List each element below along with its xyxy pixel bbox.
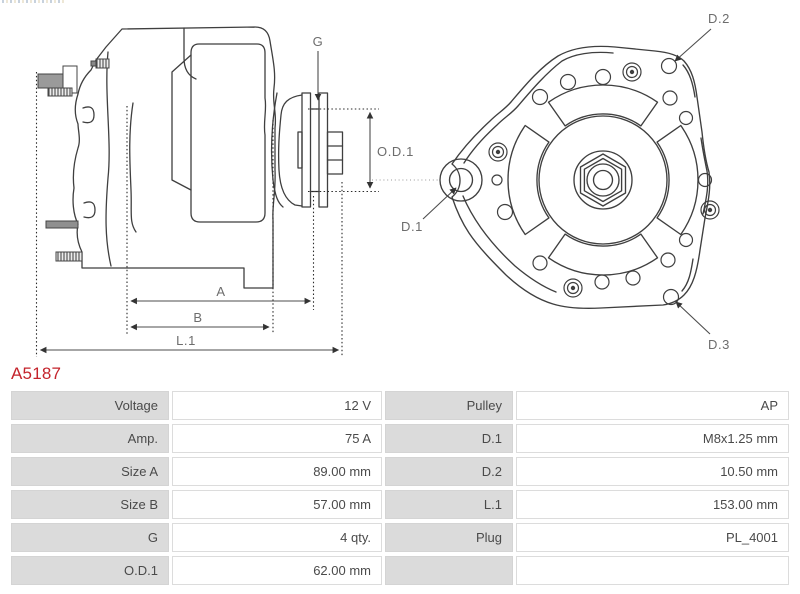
label-d2: D.2	[708, 11, 730, 26]
fan-slots	[507, 84, 699, 276]
spec-value-cell: 62.00 mm	[172, 556, 382, 585]
hex-nut	[579, 153, 627, 207]
leader-d2	[674, 28, 712, 62]
spec-value-cell: M8x1.25 mm	[516, 424, 789, 453]
spec-value-cell: 57.00 mm	[172, 490, 382, 519]
front-housing-outline	[451, 45, 711, 310]
vent-holes	[491, 57, 713, 306]
spec-value-cell: 75 A	[172, 424, 382, 453]
hole-d2	[660, 57, 678, 75]
spec-value-cell: 153.00 mm	[516, 490, 789, 519]
spec-row: Size B 57.00 mm L.1 153.00 mm	[11, 490, 789, 519]
extension-lines	[35, 72, 379, 357]
front-bracket-window	[190, 43, 267, 223]
threaded-stud-bottom	[55, 251, 83, 262]
spec-label-cell: D.2	[385, 457, 513, 486]
terminal-bracket	[45, 220, 79, 229]
spec-table: Voltage 12 V Pulley AP Amp. 75 A D.1 M8x…	[11, 391, 789, 589]
spec-value-cell: 10.50 mm	[516, 457, 789, 486]
label-l1: L.1	[176, 333, 196, 348]
spec-label-cell: Pulley	[385, 391, 513, 420]
leader-d3	[675, 301, 711, 335]
bolt-head	[37, 73, 64, 89]
bearing-boss	[277, 94, 303, 207]
spec-row: Size A 89.00 mm D.2 10.50 mm	[11, 457, 789, 486]
alternator-technical-drawing: G O.D.1 A B L.1	[35, 11, 730, 357]
hole-d3	[662, 288, 680, 306]
spec-row: Amp. 75 A D.1 M8x1.25 mm	[11, 424, 789, 453]
label-d1: D.1	[401, 219, 423, 234]
pulley-flange-front	[301, 92, 312, 208]
pulley-hub	[538, 115, 668, 245]
spec-value-cell: 4 qty.	[172, 523, 382, 552]
label-d3: D.3	[708, 337, 730, 352]
label-g: G	[313, 34, 324, 49]
technical-drawing-area: G O.D.1 A B L.1	[35, 11, 730, 357]
side-view-drawing	[72, 26, 344, 289]
spec-value-cell: AP	[516, 391, 789, 420]
threaded-stud-top	[47, 87, 73, 97]
part-number: A5187	[11, 364, 62, 383]
spec-label-cell: O.D.1	[11, 556, 169, 585]
spec-label-cell: D.1	[385, 424, 513, 453]
front-view-drawing	[439, 45, 720, 310]
spec-label-cell: L.1	[385, 490, 513, 519]
mounting-lug-d1	[439, 158, 483, 202]
spec-value-cell: 89.00 mm	[172, 457, 382, 486]
pulley-flange-rear	[318, 92, 329, 208]
spec-label-cell: Plug	[385, 523, 513, 552]
leader-lines	[422, 28, 712, 335]
spec-row: G 4 qty. Plug PL_4001	[11, 523, 789, 552]
leader-d1	[422, 187, 457, 220]
spec-label-cell: Size B	[11, 490, 169, 519]
small-bolt	[95, 58, 110, 69]
spec-label-cell: Amp.	[11, 424, 169, 453]
shaft-end	[326, 131, 344, 175]
spec-value-cell	[516, 556, 789, 585]
rivets	[488, 62, 720, 298]
label-a: A	[216, 284, 225, 299]
spec-label-cell: Size A	[11, 457, 169, 486]
spec-row: Voltage 12 V Pulley AP	[11, 391, 789, 420]
spec-value-cell: 12 V	[172, 391, 382, 420]
mounting-bolts	[37, 58, 110, 262]
spec-label-cell: Voltage	[11, 391, 169, 420]
cropped-watermark-fragment	[2, 0, 64, 3]
spec-label-cell	[385, 556, 513, 585]
spec-row: O.D.1 62.00 mm	[11, 556, 789, 585]
dimension-lines	[39, 51, 374, 354]
label-b: B	[193, 310, 202, 325]
spec-label-cell: G	[11, 523, 169, 552]
spec-value-cell: PL_4001	[516, 523, 789, 552]
label-od1: O.D.1	[377, 144, 414, 159]
